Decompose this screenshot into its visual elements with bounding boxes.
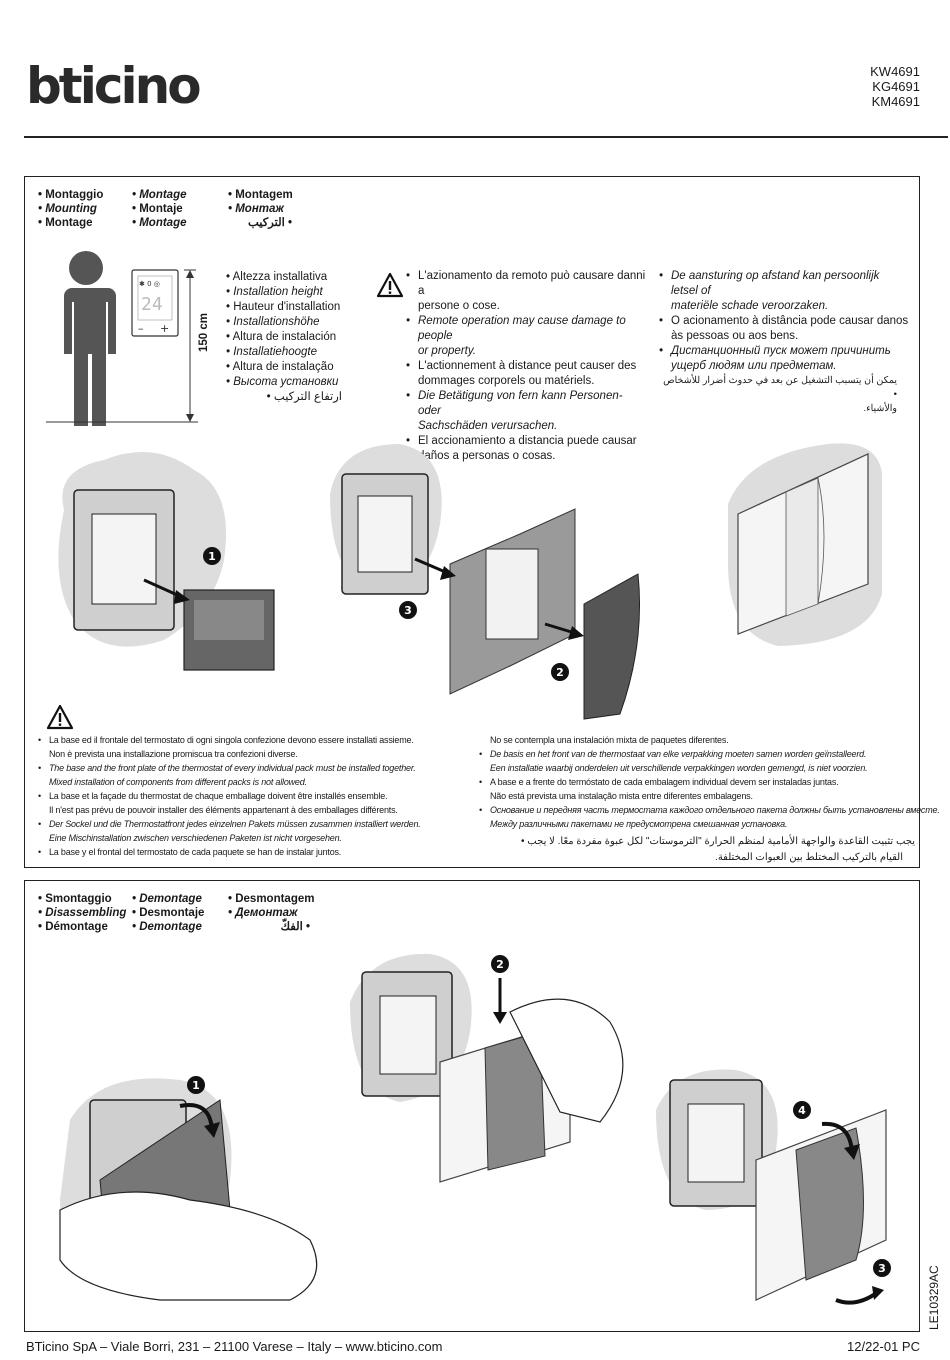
warning-item: يمكن أن يتسبب التشغيل عن بعد في حدوث أضر…: [663, 375, 897, 414]
step-number: 3: [404, 604, 412, 617]
product-code: KM4691: [871, 94, 920, 109]
mounting-step1-illustration: 1: [58, 452, 275, 671]
note-item: La base et la façade du thermostat de ch…: [38, 789, 458, 803]
note-item: The base and the front plate of the ther…: [38, 761, 458, 775]
product-code: KG4691: [872, 79, 920, 94]
height-item: • Installation height: [226, 286, 323, 298]
person-height-illustration: ✱ 0 ◎ 24 – +: [46, 251, 198, 426]
product-codes: KW4691 KG4691 KM4691: [870, 64, 920, 109]
note-item-cont: القيام بالتركيب المختلط بين العبوات المخ…: [715, 852, 903, 863]
dismounting-title-col3: • Desmontagem • Демонтаж • الفكّ: [228, 892, 315, 934]
note-arabic: يجب تثبيت القاعدة والواجهة الأمامية لمنظ…: [479, 834, 919, 866]
section-title: • التركيب: [248, 217, 292, 229]
dismounting-section: [24, 880, 920, 1332]
product-code: KW4691: [870, 64, 920, 79]
mounted-thermostat-illustration: [728, 443, 882, 646]
step-number: 1: [192, 1079, 200, 1092]
step-number: 1: [208, 550, 216, 563]
mounting-title-col2: • Montage • Montaje • Montage: [132, 188, 187, 230]
pack-installation-notes-left: La base ed il frontale del termostato di…: [38, 733, 458, 859]
note-item-cont: Mixed installation of components from di…: [49, 777, 307, 787]
mounting-step23-illustration: 3 2: [330, 444, 640, 720]
note-item: La base ed il frontale del termostato di…: [38, 733, 458, 747]
dismounting-step2-illustration: 2: [350, 953, 624, 1183]
warning-item: Die Betätigung von fern kann Personen- o…: [406, 389, 646, 434]
note-item: La base y el frontal del termostato de c…: [38, 845, 458, 859]
height-item: • Installationshöhe: [226, 316, 320, 328]
note-item-cont: No se contempla una instalación mixta de…: [490, 735, 729, 745]
note-item: Der Sockel und die Thermostatfront jedes…: [38, 817, 458, 831]
document-reference: LE10329AC: [927, 1265, 941, 1330]
mounting-title-col1: • Montaggio • Mounting • Montage: [38, 188, 103, 230]
section-title: • Montage: [38, 217, 93, 229]
note-item: De basis en het front van de thermostaat…: [479, 747, 919, 761]
height-item: • Высота установки: [226, 376, 339, 388]
header-divider: [24, 136, 948, 138]
height-item: • Altezza installativa: [226, 271, 328, 283]
dismounting-title-col1: • Smontaggio • Disassembling • Démontage: [38, 892, 126, 934]
section-title: • Démontage: [38, 921, 108, 933]
height-item: • Installatiehoogte: [226, 346, 317, 358]
svg-text:–: –: [138, 322, 144, 335]
note-item-cont: Non è prevista una installazione promisc…: [49, 749, 298, 759]
footer-date: 12/22-01 PC: [847, 1339, 920, 1354]
svg-text:✱ 0 ◎: ✱ 0 ◎: [139, 280, 160, 288]
note-item-cont: Eine Mischinstallation zwischen verschie…: [49, 833, 342, 843]
note-item: A base e a frente do termóstato de cada …: [479, 775, 919, 789]
height-item: ارتفاع التركيب •: [266, 391, 342, 403]
dismounting-title-col2: • Demontage • Desmontaje • Demontage: [132, 892, 204, 934]
step-number: 2: [496, 958, 504, 971]
warning-item: De aansturing op afstand kan persoonlijk…: [659, 269, 909, 314]
section-title: • Demontage: [132, 921, 202, 933]
mounting-title-col3: • Montagem • Монтаж • التركيب: [228, 188, 293, 230]
mounting-section: [24, 176, 920, 868]
section-title: • Smontaggio: [38, 893, 112, 905]
warning-item: O acionamento à distância pode causar da…: [659, 314, 909, 344]
section-title: • Montage: [132, 189, 187, 201]
warning-item: Remote operation may cause damage to peo…: [406, 314, 646, 359]
warning-item: Дистанционный пуск может причинитьущерб …: [659, 344, 909, 374]
bticino-logo: bticino: [26, 57, 202, 115]
section-title: • Монтаж: [228, 203, 284, 215]
step-number: 2: [556, 666, 564, 679]
warning-item: El accionamiento a distancia puede causa…: [406, 434, 646, 464]
section-title: • Демонтаж: [228, 907, 298, 919]
note-item-cont: Между различными пакетами не предусмотре…: [490, 819, 788, 829]
section-title: • Demontage: [132, 893, 202, 905]
dismounting-step34-illustration: 4 3: [656, 1069, 891, 1305]
footer-address: BTicino SpA – Viale Borri, 231 – 21100 V…: [26, 1339, 443, 1354]
section-title: • Montaggio: [38, 189, 104, 201]
warning-item: L'actionnement à distance peut causer de…: [406, 359, 646, 389]
height-item: • Altura de instalação: [226, 361, 334, 373]
svg-text:24: 24: [141, 294, 163, 315]
step-number: 3: [878, 1262, 886, 1275]
height-item: • Hauteur d'installation: [226, 301, 341, 313]
height-item: • Altura de instalación: [226, 331, 337, 343]
warning-item: L'azionamento da remoto può causare dann…: [406, 269, 646, 314]
warning-icon: [376, 272, 404, 298]
warning-icon: [46, 704, 74, 730]
installation-height-list: • Altezza installativa • Installation he…: [226, 270, 342, 405]
section-title: • Montagem: [228, 189, 293, 201]
note-item-cont: Een installatie waarbij onderdelen uit v…: [490, 763, 868, 773]
section-title: • Montage: [132, 217, 187, 229]
section-title: • Mounting: [38, 203, 97, 215]
svg-text:+: +: [160, 322, 169, 335]
note-item-cont: Il n'est pas prévu de pouvoir installer …: [49, 805, 398, 815]
section-title: • الفكّ: [280, 921, 310, 933]
section-title: • Desmontagem: [228, 893, 315, 905]
step-number: 4: [798, 1104, 806, 1117]
section-title: • Disassembling: [38, 907, 127, 919]
section-title: • Desmontaje: [132, 907, 205, 919]
remote-warning-col1: L'azionamento da remoto può causare dann…: [406, 269, 646, 464]
note-item-cont: Não está prevista uma instalação mista e…: [490, 791, 753, 801]
dismounting-step1-illustration: 1: [59, 1076, 318, 1301]
note-item: Основание и передняя часть термостата ка…: [479, 803, 940, 817]
section-title: • Montaje: [132, 203, 183, 215]
height-label: 150 cm: [198, 312, 210, 352]
pack-installation-notes-right: No se contempla una instalación mixta de…: [479, 733, 940, 831]
remote-warning-col2: De aansturing op afstand kan persoonlijk…: [659, 269, 909, 416]
note-item: يجب تثبيت القاعدة والواجهة الأمامية لمنظ…: [521, 836, 915, 847]
